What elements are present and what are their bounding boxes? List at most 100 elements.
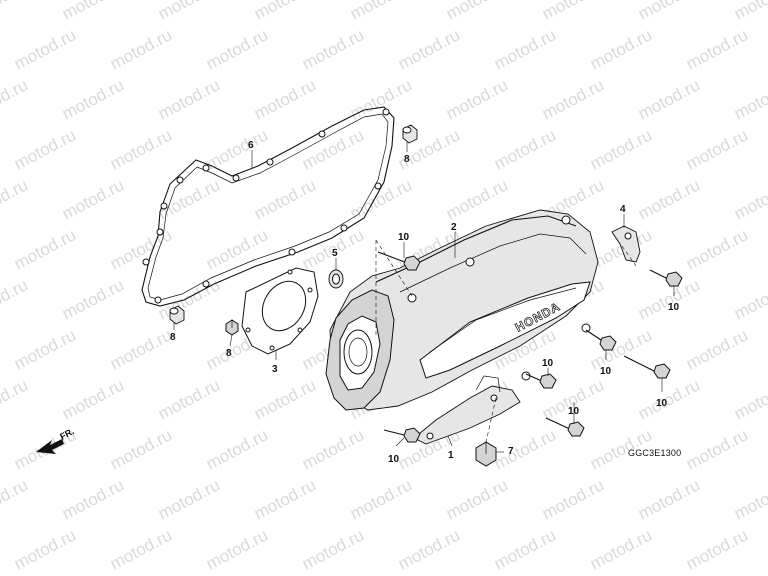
label-bolt-lower-left: 10	[388, 454, 400, 465]
watermark-text: motod.ru	[59, 175, 127, 223]
bolt-lower-right	[545, 417, 585, 437]
watermark-text: motod.ru	[107, 225, 175, 273]
watermark-text: motod.ru	[299, 125, 367, 173]
watermark-text: motod.ru	[0, 475, 31, 523]
watermark-text: motod.ru	[251, 175, 319, 223]
oil-seal	[328, 269, 344, 289]
label-cover: 2	[451, 222, 457, 233]
label-bolt-right: 10	[656, 398, 668, 409]
watermark-text: motod.ru	[11, 325, 79, 373]
watermark-text: motod.ru	[731, 175, 768, 223]
watermark-text: motod.ru	[203, 25, 271, 73]
watermark-text: motod.ru	[491, 425, 559, 473]
label-bolt-center: 10	[542, 358, 554, 369]
watermark-text: motod.ru	[731, 375, 768, 423]
watermark-text: motod.ru	[0, 375, 31, 423]
label-bolt-mid-right: 10	[600, 366, 612, 377]
watermark-text: motod.ru	[731, 275, 768, 323]
left-crankcase-cover: HONDA	[325, 209, 599, 429]
watermark-text: motod.ru	[539, 475, 607, 523]
label-gasket: 6	[248, 140, 254, 151]
watermark-text: motod.ru	[731, 0, 768, 24]
watermark-text: motod.ru	[203, 425, 271, 473]
label-bracket: 4	[620, 204, 626, 215]
bolt-right	[623, 355, 671, 379]
label-bolt-gasket: 8	[226, 348, 232, 359]
watermark-text: motod.ru	[683, 125, 751, 173]
dowel-pin-upper	[402, 124, 418, 144]
dowel-pin-lower	[169, 305, 185, 325]
label-oil-seal: 5	[332, 248, 338, 259]
watermark-text: motod.ru	[683, 225, 751, 273]
watermark-text: motod.ru	[155, 375, 223, 423]
alignment-lines	[375, 239, 637, 443]
watermark-text: motod.ru	[395, 25, 463, 73]
watermark-text: motod.ru	[347, 475, 415, 523]
watermark-text: motod.ru	[683, 325, 751, 373]
label-bolt-top: 10	[398, 232, 410, 243]
watermark-text: motod.ru	[251, 0, 319, 24]
watermark-text: motod.ru	[731, 475, 768, 523]
watermark-text: motod.ru	[635, 475, 703, 523]
watermark-text: motod.ru	[443, 0, 511, 24]
watermark-text: motod.ru	[0, 0, 31, 24]
watermark-text: motod.ru	[107, 325, 175, 373]
watermark-text: motod.ru	[587, 525, 655, 573]
watermark-text: motod.ru	[203, 525, 271, 573]
front-arrow-icon	[36, 439, 64, 454]
label-bolt-lower-right: 10	[568, 406, 580, 417]
watermark-text: motod.ru	[11, 25, 79, 73]
watermark-text: motod.ru	[491, 125, 559, 173]
watermark-text: motod.ru	[155, 175, 223, 223]
watermark-text: motod.ru	[299, 25, 367, 73]
watermark-text: motod.ru	[299, 525, 367, 573]
watermark-text: motod.ru	[11, 225, 79, 273]
watermark-text: motod.ru	[107, 25, 175, 73]
watermark-text: motod.ru	[251, 475, 319, 523]
watermark-text: motod.ru	[731, 75, 768, 123]
watermark-text: motod.ru	[107, 525, 175, 573]
watermark-text: motod.ru	[155, 475, 223, 523]
watermark-text: motod.ru	[11, 525, 79, 573]
label-bolt-bracket: 10	[668, 302, 680, 313]
watermark-text: motod.ru	[491, 25, 559, 73]
watermark-text: motod.ru	[251, 75, 319, 123]
diagram-code: GGC3E1300	[628, 448, 681, 458]
watermark-text: motod.ru	[59, 0, 127, 24]
leader-lines	[173, 142, 675, 453]
watermark-text: motod.ru	[491, 525, 559, 573]
watermark-text: motod.ru	[59, 75, 127, 123]
label-dowel-lower: 8	[170, 332, 176, 343]
watermark-text: motod.ru	[59, 375, 127, 423]
watermark-text: motod.ru	[683, 25, 751, 73]
bolt-bracket	[649, 269, 683, 287]
watermark-text: motod.ru	[107, 125, 175, 173]
watermark-text: motod.ru	[443, 75, 511, 123]
watermark-text: motod.ru	[0, 175, 31, 223]
watermark-text: motod.ru	[635, 75, 703, 123]
bolt-top	[377, 251, 421, 271]
label-clip: 7	[508, 446, 514, 457]
watermark-text: motod.ru	[155, 75, 223, 123]
watermark-text: motod.ru	[635, 375, 703, 423]
watermark-text: motod.ru	[635, 175, 703, 223]
watermark-text: motod.ru	[443, 475, 511, 523]
watermark-text: motod.ru	[0, 75, 31, 123]
watermark-text: motod.ru	[587, 25, 655, 73]
bolt-lower-left	[383, 427, 421, 443]
watermark-text: motod.ru	[347, 75, 415, 123]
watermark-text: motod.ru	[683, 425, 751, 473]
watermark-text: motod.ru	[347, 175, 415, 223]
label-plate: 3	[272, 364, 278, 375]
watermark-text: motod.ru	[0, 275, 31, 323]
watermark-text: motod.ru	[395, 525, 463, 573]
stay-bracket	[413, 375, 521, 445]
watermark-text: motod.ru	[155, 275, 223, 323]
bolt-mid-right	[585, 329, 617, 351]
watermark-text: motod.ru	[59, 475, 127, 523]
watermark-text: motod.ru	[347, 0, 415, 24]
watermark-text: motod.ru	[203, 225, 271, 273]
watermark-text: motod.ru	[587, 125, 655, 173]
small-bolt	[225, 319, 239, 336]
